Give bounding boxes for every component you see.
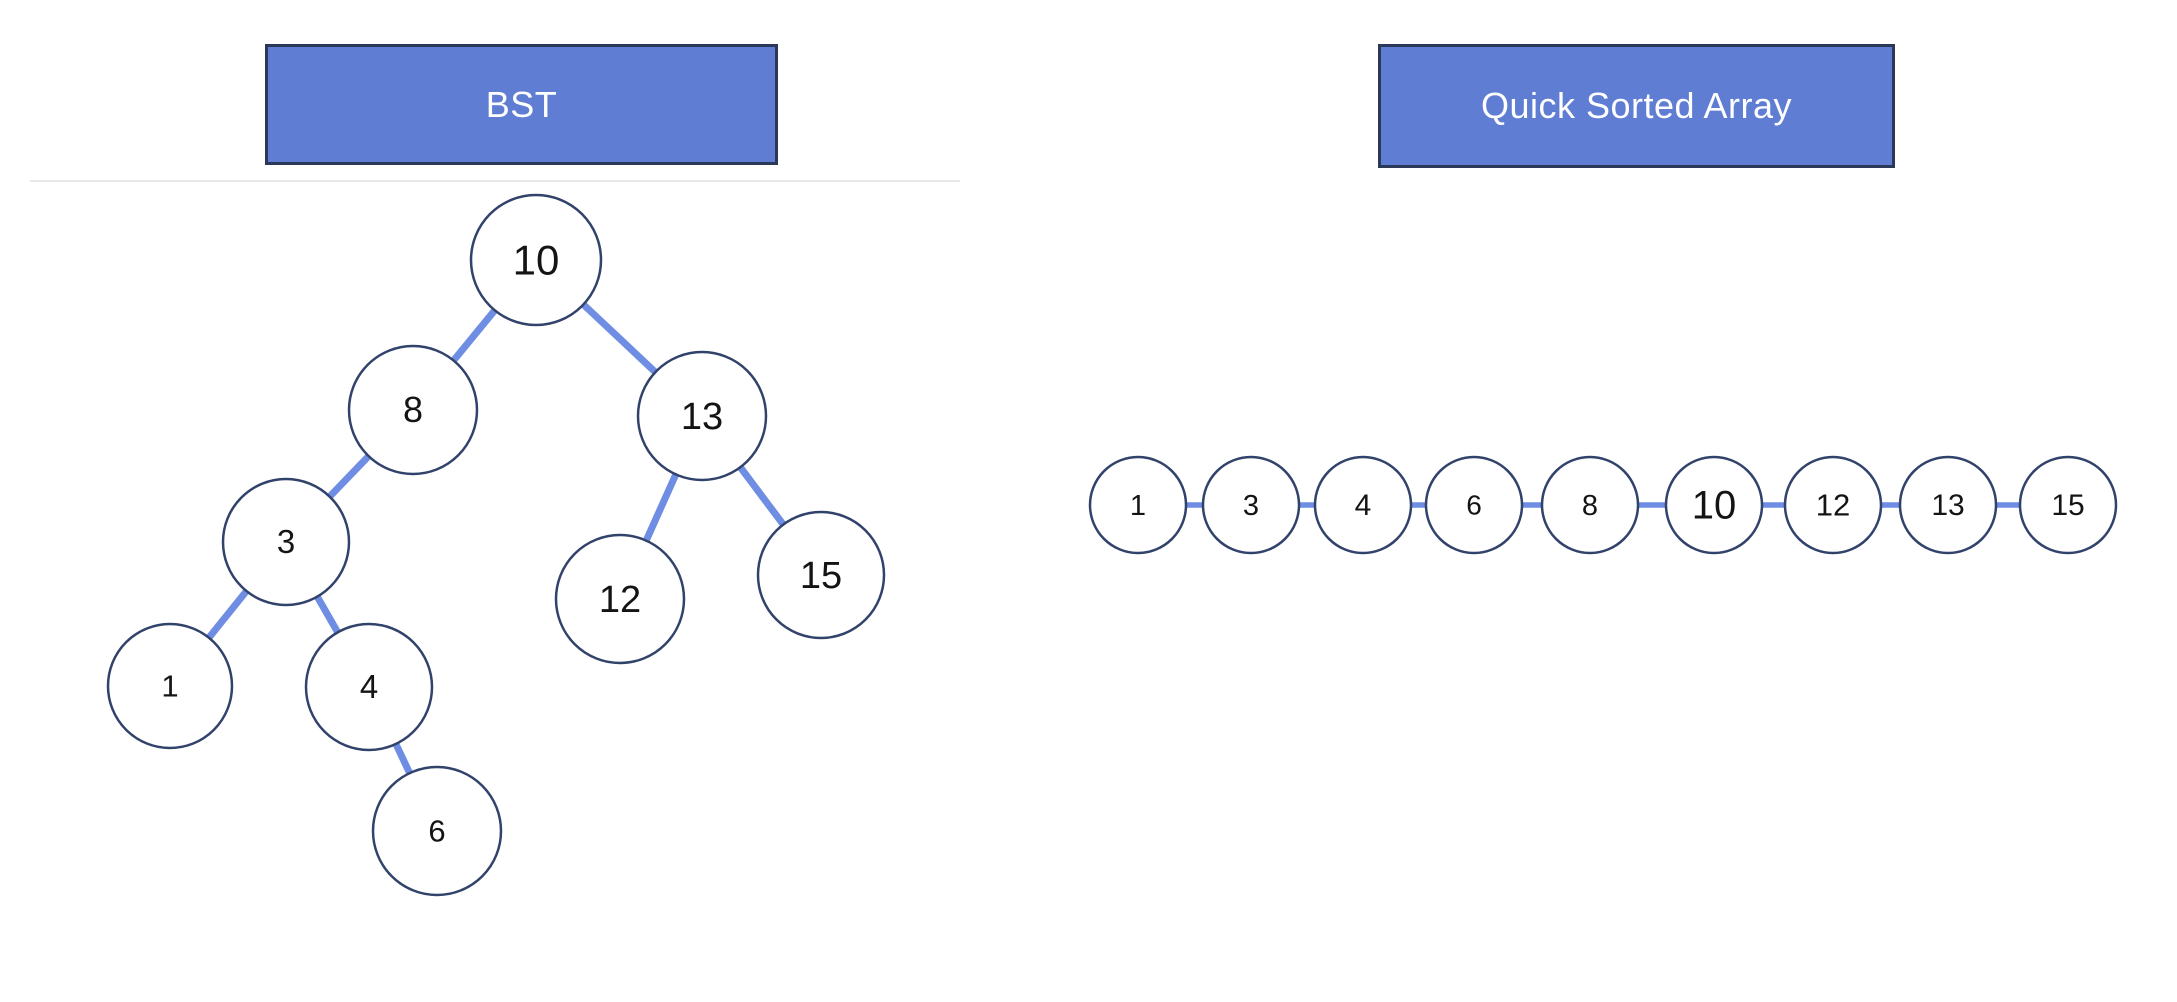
quick-sorted-array-title-box: Quick Sorted Array: [1378, 44, 1895, 168]
divider-line: [30, 180, 960, 182]
tree-node-label-12: 12: [599, 579, 641, 621]
array-node-circle-3: [1201, 455, 1301, 555]
array-node-circle-13: [1898, 455, 1998, 555]
array-node-circle-6: [1424, 455, 1524, 555]
array-node-label-10: 10: [1692, 484, 1737, 528]
tree-node-circle-8: [347, 344, 479, 476]
array-node-label-1: 1: [1130, 490, 1146, 522]
bst-title-box: BST: [265, 44, 778, 165]
array-node-label-15: 15: [2051, 489, 2084, 522]
array-node-label-12: 12: [1816, 488, 1850, 523]
tree-node-label-15: 15: [800, 555, 842, 597]
tree-node-circle-1: [106, 622, 234, 750]
tree-node-circle-10: [469, 193, 603, 327]
array-node-circle-4: [1313, 455, 1413, 555]
array-node-label-8: 8: [1582, 490, 1598, 522]
tree-node-circle-12: [554, 533, 686, 665]
array-node-circle-12: [1783, 455, 1883, 555]
tree-node-label-13: 13: [681, 396, 723, 438]
tree-node-circle-15: [756, 510, 886, 640]
array-node-label-13: 13: [1931, 489, 1964, 522]
array-node-circle-15: [2018, 455, 2118, 555]
array-node-circle-10: [1664, 455, 1764, 555]
array-node-circle-1: [1088, 455, 1188, 555]
tree-node-circle-6: [371, 765, 503, 897]
array-node-label-3: 3: [1243, 490, 1259, 522]
tree-node-label-1: 1: [161, 669, 178, 704]
tree-node-label-4: 4: [360, 668, 378, 705]
array-node-circle-8: [1540, 455, 1640, 555]
array-node-label-4: 4: [1355, 489, 1372, 522]
tree-node-label-3: 3: [277, 523, 295, 560]
tree-node-circle-4: [304, 622, 434, 752]
tree-node-label-10: 10: [513, 236, 560, 283]
tree-node-label-6: 6: [428, 814, 445, 849]
array-node-label-6: 6: [1466, 490, 1482, 521]
tree-node-circle-13: [636, 350, 768, 482]
tree-node-circle-3: [221, 477, 351, 607]
bst-title: BST: [485, 83, 558, 125]
tree-node-label-8: 8: [403, 389, 423, 430]
quick-sorted-array-title: Quick Sorted Array: [1480, 85, 1793, 126]
